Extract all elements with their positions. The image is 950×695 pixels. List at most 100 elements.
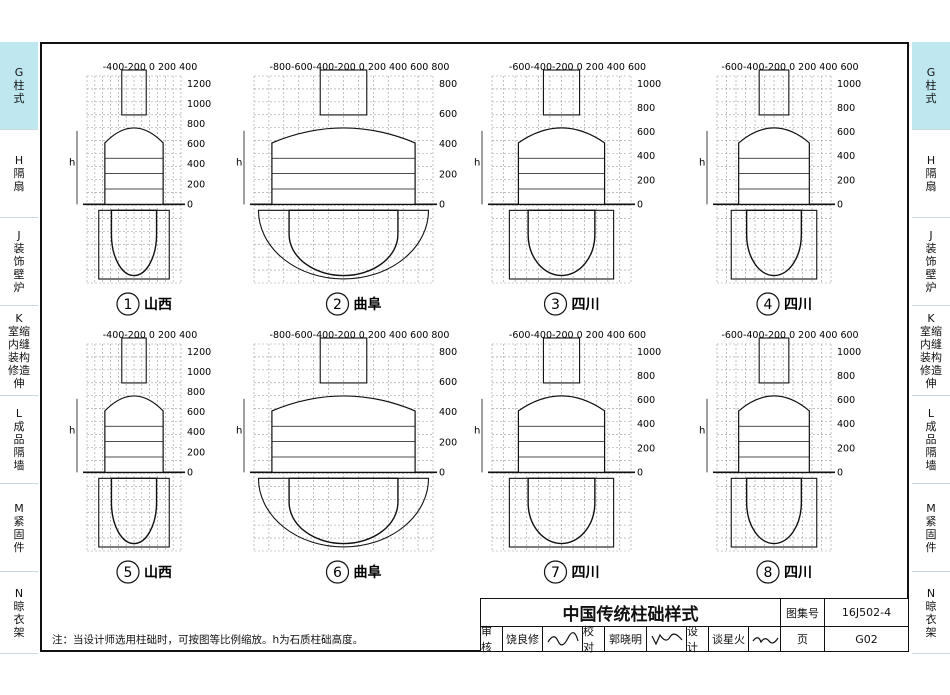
tab-label: 晾衣架 — [13, 599, 25, 639]
side-scale-label: 0 — [837, 199, 843, 210]
tab-letter: K — [15, 311, 23, 325]
atlas-number: 16J502-4 — [825, 599, 908, 627]
panel-2: -800-600-400-200 0 200 400 600 800800600… — [236, 62, 457, 316]
side-scale-label: 400 — [187, 159, 205, 170]
figure-number: 4 — [764, 297, 773, 313]
tab-letter: J — [17, 229, 21, 242]
figure-name: 曲阜 — [354, 296, 382, 313]
tab-letter: J — [929, 229, 933, 242]
check-label: 校对 — [583, 625, 605, 654]
tab-letter: L — [15, 407, 23, 420]
top-scale: -600-400-200 0 200 400 600 — [509, 62, 646, 73]
figure-number: 3 — [551, 297, 560, 313]
side-scale-label: 400 — [837, 419, 855, 430]
height-mark: h — [699, 158, 705, 169]
figure-number-circle — [543, 292, 568, 316]
column-shaft — [542, 69, 581, 116]
figure-name: 曲阜 — [354, 564, 382, 581]
column-section — [288, 209, 399, 277]
title-block: 中国传统柱础样式 图集号 16J502-4 审核 饶良修 校对 郭晓明 设计 谈… — [480, 598, 909, 654]
tab-label: 装饰壁炉 — [925, 242, 937, 294]
reviewer-name: 饶良修 — [503, 627, 543, 651]
side-scale-label: 400 — [439, 407, 457, 418]
top-scale: -600-400-200 0 200 400 600 — [509, 330, 646, 341]
height-mark: h — [699, 426, 705, 437]
side-scale-label: 800 — [187, 387, 205, 398]
column-shaft — [319, 337, 368, 384]
column-section — [745, 477, 803, 545]
figure-number-circle — [116, 560, 140, 584]
figure-number-circle — [325, 560, 350, 584]
column-section — [110, 477, 158, 545]
side-scale-label: 600 — [837, 395, 855, 406]
side-scale-label: 200 — [187, 179, 205, 190]
tab-label: 室缩内缝装构修造伸 — [920, 324, 942, 390]
side-scale-label: 800 — [187, 119, 205, 130]
tab-label: 柱式 — [13, 79, 25, 105]
side-scale-label: 200 — [439, 169, 457, 180]
figure-name: 四川 — [572, 297, 600, 313]
side-scale-label: 1000 — [187, 367, 211, 378]
side-scale-label: 0 — [187, 199, 193, 210]
figure-number: 6 — [333, 565, 342, 581]
tab-label: 室缩内缝装构修造伸 — [8, 324, 30, 390]
figure-number-circle — [756, 560, 780, 584]
figure-number: 5 — [124, 565, 133, 581]
tab-label: 隔扇 — [13, 167, 25, 193]
side-scale-label: 1200 — [187, 347, 211, 358]
side-scale-label: 200 — [637, 443, 655, 454]
panel-5: -400-200 0 200 400120010008006004002000h… — [69, 330, 211, 584]
plinth-elevation — [738, 395, 810, 473]
tab-label: 成品隔墙 — [925, 420, 937, 472]
tab-label: 紧固件 — [925, 514, 937, 554]
side-scale-label: 200 — [187, 447, 205, 458]
side-scale-label: 600 — [439, 377, 457, 388]
figure-number: 7 — [551, 565, 560, 581]
figure-number-circle — [116, 292, 140, 316]
height-mark: h — [474, 158, 480, 169]
tab-label: 装饰壁炉 — [13, 242, 25, 294]
side-scale-label: 400 — [637, 151, 655, 162]
top-scale: -400-200 0 200 400 — [103, 62, 198, 73]
figure-name: 四川 — [572, 565, 600, 581]
column-shaft — [758, 69, 790, 116]
plinth-elevation — [517, 127, 606, 205]
panel-8: -600-400-200 0 200 400 60010008006004002… — [699, 330, 861, 584]
tab-label: 柱式 — [925, 79, 937, 105]
atlas-number-label: 图集号 — [781, 599, 825, 627]
reviewer-signature — [543, 627, 583, 651]
plinth-elevation — [271, 395, 416, 473]
tab-letter: N — [14, 586, 24, 600]
panel-1: -400-200 0 200 400120010008006004002000h… — [69, 62, 211, 316]
figure-number-circle — [756, 292, 780, 316]
top-scale: -600-400-200 0 200 400 600 — [721, 62, 858, 73]
column-section — [745, 209, 803, 277]
tab-letter: L — [927, 407, 935, 420]
review-label: 审核 — [481, 625, 503, 654]
side-scale-label: 400 — [837, 151, 855, 162]
side-scale-label: 800 — [837, 371, 855, 382]
tab-letter: K — [927, 311, 935, 325]
side-scale-label: 0 — [837, 467, 843, 478]
tab-label: 紧固件 — [13, 514, 25, 554]
side-scale-label: 1000 — [187, 99, 211, 110]
side-scale-label: 400 — [187, 427, 205, 438]
side-scale-label: 0 — [637, 199, 643, 210]
side-scale-label: 200 — [837, 443, 855, 454]
column-section — [527, 209, 596, 277]
height-mark: h — [69, 426, 75, 437]
